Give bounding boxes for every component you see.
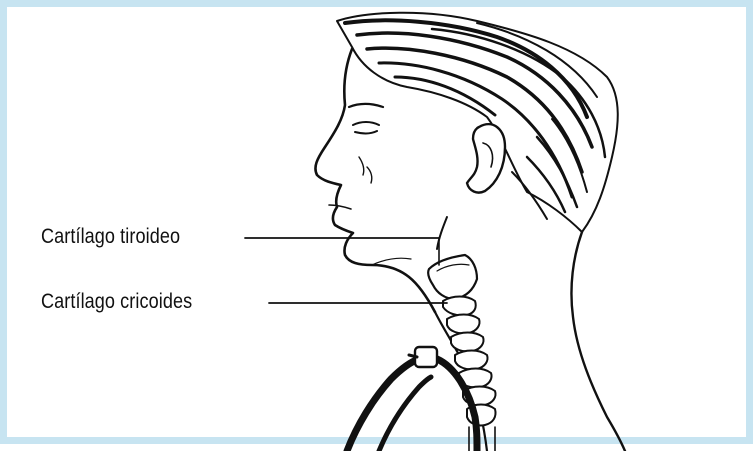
hair-icon	[337, 13, 618, 232]
eyebrow	[349, 104, 383, 107]
cheek-lines	[359, 157, 372, 183]
thyroid-cartilage	[428, 255, 477, 299]
back-of-neck	[571, 232, 625, 451]
label-thyroid-cartilage: Cartílago tiroideo	[41, 225, 180, 249]
ear	[467, 124, 505, 192]
label-cricoid-cartilage: Cartílago cricoides	[41, 290, 192, 314]
eye	[353, 122, 379, 133]
mouth	[329, 205, 351, 209]
